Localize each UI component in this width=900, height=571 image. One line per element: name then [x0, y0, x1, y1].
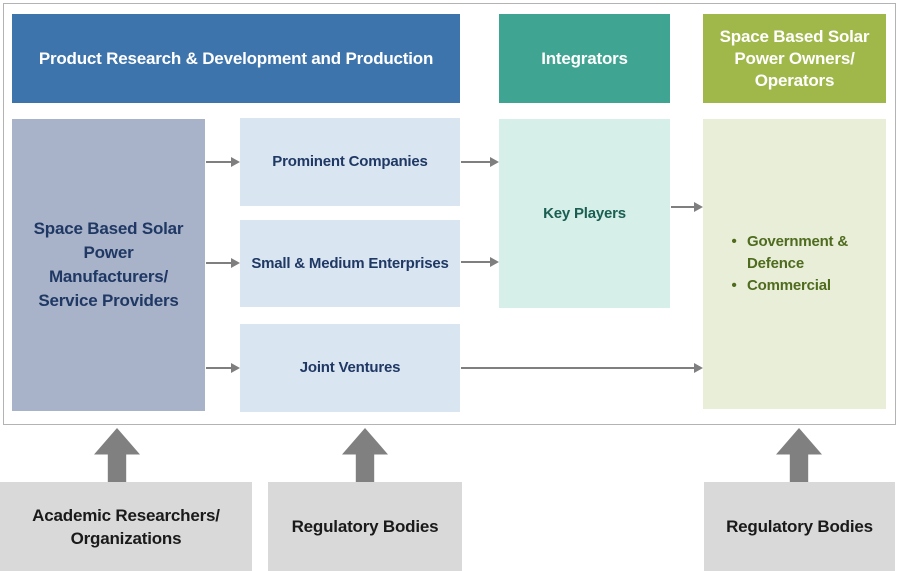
block-arrow-academic-up — [94, 428, 140, 482]
key-players-label: Key Players — [543, 205, 626, 222]
bullet-dot-icon: • — [731, 277, 737, 294]
academic-line-2: Organizations — [70, 528, 182, 548]
arrow-sme-to-key-players — [461, 261, 490, 263]
block-arrow-regulatory-left-up — [342, 428, 388, 482]
owners-operators-box: • Government & Defence • Commercial — [703, 119, 886, 409]
arrow-manufacturers-to-joint-ventures — [206, 367, 231, 369]
prominent-companies-label: Prominent Companies — [272, 153, 428, 170]
owners-bullet-commercial: Commercial — [747, 277, 831, 294]
arrow-manufacturers-to-prominent — [206, 161, 231, 163]
academic-researchers-box: Academic Researchers/ Organizations — [0, 482, 252, 571]
owners-bullet-government-defence: Government & Defence — [747, 233, 848, 272]
header-owners-line-3: Operators — [754, 70, 835, 90]
arrow-prominent-to-key-players — [461, 161, 490, 163]
header-product-rnd: Product Research & Development and Produ… — [12, 14, 460, 103]
regulatory-bodies-left-box: Regulatory Bodies — [268, 482, 462, 571]
key-players-box: Key Players — [499, 119, 670, 308]
small-medium-enterprises-box: Small & Medium Enterprises — [240, 220, 460, 307]
header-integrators: Integrators — [499, 14, 670, 103]
header-product-rnd-label: Product Research & Development and Produ… — [38, 48, 434, 68]
header-owners-operators: Space Based Solar Power Owners/ Operator… — [703, 14, 886, 103]
regulatory-bodies-left-label: Regulatory Bodies — [291, 517, 439, 536]
prominent-companies-box: Prominent Companies — [240, 118, 460, 206]
academic-researchers-label: Academic Researchers/ Organizations — [32, 504, 220, 550]
manufacturers-line-3: Manufacturers/ — [48, 267, 169, 286]
block-arrow-regulatory-right-up — [776, 428, 822, 482]
header-integrators-label: Integrators — [541, 48, 628, 68]
arrow-manufacturers-to-sme — [206, 262, 231, 264]
regulatory-bodies-right-box: Regulatory Bodies — [704, 482, 895, 571]
manufacturers-line-1: Space Based Solar — [33, 219, 184, 238]
joint-ventures-label: Joint Ventures — [299, 359, 401, 376]
regulatory-bodies-right-label: Regulatory Bodies — [726, 517, 873, 536]
owners-bullet-item: • Commercial — [721, 275, 831, 297]
header-owners-line-2: Power Owners/ — [734, 48, 855, 68]
header-owners-operators-label: Space Based Solar Power Owners/ Operator… — [720, 26, 870, 92]
arrow-key-players-to-owners — [671, 206, 694, 208]
header-owners-line-1: Space Based Solar — [719, 26, 870, 46]
manufacturers-box: Space Based Solar Power Manufacturers/ S… — [12, 119, 205, 411]
small-medium-enterprises-label: Small & Medium Enterprises — [251, 254, 449, 272]
manufacturers-label: Space Based Solar Power Manufacturers/ S… — [34, 217, 184, 313]
joint-ventures-box: Joint Ventures — [240, 324, 460, 412]
bullet-dot-icon: • — [731, 233, 737, 250]
manufacturers-line-4: Service Providers — [38, 291, 179, 310]
arrow-joint-ventures-to-owners — [461, 367, 694, 369]
manufacturers-line-2: Power — [83, 243, 134, 262]
owners-bullet-item: • Government & Defence — [721, 231, 859, 275]
academic-line-1: Academic Researchers/ — [32, 505, 220, 525]
